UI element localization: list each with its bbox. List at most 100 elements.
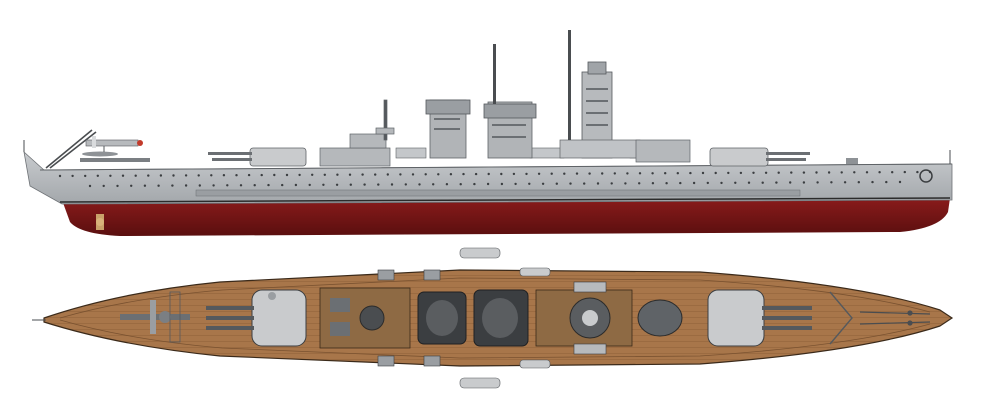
breakwater xyxy=(829,291,853,345)
porthole xyxy=(761,181,764,184)
porthole xyxy=(437,173,440,176)
porthole xyxy=(459,183,462,186)
aft-turret xyxy=(208,147,307,167)
porthole xyxy=(121,174,125,177)
porthole xyxy=(596,182,600,185)
top-plan-view xyxy=(32,247,954,389)
aft-turret-plan xyxy=(206,289,307,347)
porthole xyxy=(583,182,586,185)
porthole xyxy=(335,183,339,186)
hawse-emblem xyxy=(919,169,933,183)
porthole xyxy=(734,181,737,184)
tower-bridge xyxy=(559,30,641,159)
armor-belt xyxy=(195,189,801,197)
porthole xyxy=(449,173,453,176)
porthole xyxy=(294,183,298,187)
aircraft-crane xyxy=(45,129,97,169)
anchor-chains xyxy=(859,310,931,326)
porthole xyxy=(411,173,415,176)
porthole xyxy=(878,171,881,174)
porthole xyxy=(775,181,778,184)
porthole xyxy=(386,173,389,176)
fore-funnel-plan xyxy=(473,289,529,347)
porthole xyxy=(172,174,175,177)
porthole xyxy=(610,182,613,185)
porthole xyxy=(555,182,558,185)
porthole xyxy=(474,172,478,176)
porthole xyxy=(197,174,200,177)
porthole xyxy=(424,173,427,176)
porthole xyxy=(840,171,843,174)
porthole xyxy=(500,172,503,176)
porthole xyxy=(322,183,325,186)
porthole xyxy=(764,171,768,174)
fore-funnel xyxy=(483,101,537,159)
porthole xyxy=(664,172,667,175)
porthole xyxy=(84,174,87,178)
porthole xyxy=(827,171,831,174)
porthole xyxy=(815,171,818,174)
porthole xyxy=(514,182,517,186)
porthole xyxy=(323,173,326,176)
porthole xyxy=(891,171,894,174)
porthole xyxy=(157,184,160,187)
porthole xyxy=(871,180,874,184)
porthole xyxy=(569,182,572,185)
porthole xyxy=(281,183,284,187)
porthole xyxy=(777,171,780,174)
porthole xyxy=(253,184,256,187)
porthole xyxy=(843,181,847,184)
porthole xyxy=(626,172,629,175)
porthole xyxy=(651,172,654,175)
porthole xyxy=(512,172,516,176)
porthole xyxy=(130,184,133,187)
porthole xyxy=(260,173,263,177)
forward-turret xyxy=(709,147,810,167)
catapult xyxy=(80,158,150,162)
porthole xyxy=(638,172,642,175)
porthole xyxy=(212,184,215,187)
porthole xyxy=(143,184,147,187)
deck-edge xyxy=(59,277,931,319)
porthole xyxy=(418,183,421,186)
porthole xyxy=(853,171,856,174)
porthole xyxy=(816,181,819,184)
porthole xyxy=(285,173,289,177)
porthole xyxy=(701,171,705,175)
porthole xyxy=(336,173,339,176)
porthole xyxy=(830,181,833,184)
bow-fitting xyxy=(846,158,858,164)
porthole xyxy=(88,184,92,188)
porthole xyxy=(462,172,465,176)
porthole xyxy=(541,182,545,185)
porthole xyxy=(311,173,314,176)
porthole xyxy=(588,172,591,175)
porthole xyxy=(58,174,62,178)
main-deck-line xyxy=(39,163,953,171)
portholes-row-upper xyxy=(58,170,932,178)
porthole xyxy=(550,172,553,175)
porthole xyxy=(651,182,655,185)
porthole xyxy=(96,174,100,177)
porthole xyxy=(601,172,604,175)
porthole xyxy=(903,170,906,174)
forward-turret-plan xyxy=(707,289,812,347)
porthole xyxy=(71,174,74,178)
porthole xyxy=(349,183,352,186)
porthole xyxy=(184,174,188,177)
porthole xyxy=(235,174,238,177)
porthole xyxy=(377,183,380,186)
portholes-row-lower xyxy=(88,180,902,188)
porthole xyxy=(575,172,579,175)
aft-deckhouse-plan xyxy=(319,287,411,349)
secondary-guns-plan xyxy=(377,269,441,367)
forward-superstructure xyxy=(635,139,691,163)
porthole xyxy=(134,174,137,177)
porthole xyxy=(528,182,531,185)
aft-funnel-plan xyxy=(417,291,467,345)
porthole xyxy=(361,173,364,176)
porthole xyxy=(404,183,407,186)
porthole xyxy=(752,171,755,174)
porthole xyxy=(116,184,119,188)
porthole xyxy=(790,171,793,174)
